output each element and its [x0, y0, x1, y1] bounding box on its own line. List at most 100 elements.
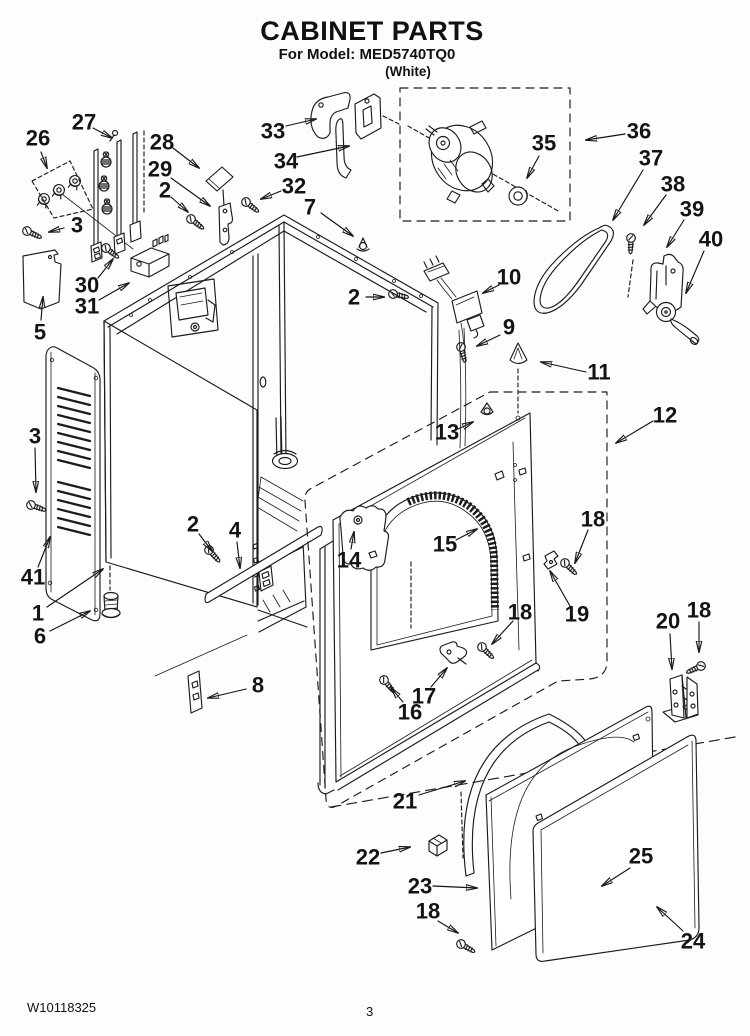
callout-leader-33 — [285, 119, 316, 127]
door-switch-10 — [451, 290, 483, 324]
part-callout-33: 33 — [261, 119, 285, 144]
model-line: For Model: MED5740TQ0 — [278, 46, 456, 63]
callout-leader-37 — [613, 169, 644, 220]
page-number: 3 — [366, 1004, 374, 1019]
callout-leader-24 — [657, 907, 684, 932]
part-callout-7: 7 — [304, 195, 316, 220]
callout-leader-11 — [541, 362, 587, 373]
callout-leader-40 — [686, 250, 705, 293]
part-callout-3: 3 — [29, 424, 41, 449]
idler-pulley-40 — [655, 301, 677, 323]
part-callout-14: 14 — [337, 548, 362, 573]
part-callout-10: 10 — [497, 265, 521, 290]
part-callout-28: 28 — [150, 130, 174, 155]
callout-leader-16 — [391, 688, 404, 703]
callout-leader-3 — [35, 447, 36, 492]
part-callout-18: 18 — [581, 507, 605, 532]
callout-leader-15 — [455, 529, 477, 541]
callout-leader-34 — [296, 146, 349, 158]
part-callout-36: 36 — [627, 119, 651, 144]
callout-leader-17 — [430, 668, 447, 688]
part-callout-38: 38 — [661, 172, 685, 197]
door-switch-group — [239, 195, 528, 416]
part-callout-29: 29 — [148, 157, 172, 182]
callout-leader-18 — [492, 620, 514, 644]
cone-retainer-11 — [509, 342, 528, 365]
clip-22 — [428, 834, 448, 857]
part-callout-8: 8 — [252, 673, 264, 698]
part-callout-18: 18 — [687, 598, 711, 623]
callout-leader-23 — [432, 886, 477, 888]
part-callout-34: 34 — [274, 149, 299, 174]
callout-leader-22 — [380, 847, 410, 854]
part-callout-30: 30 — [75, 273, 99, 298]
callout-leader-31 — [98, 283, 129, 301]
callout-leader-10 — [483, 284, 500, 293]
part-callout-6: 6 — [34, 624, 46, 649]
screw-2-topleft — [184, 212, 207, 233]
part-callout-12: 12 — [653, 403, 677, 428]
part-callout-24: 24 — [681, 929, 706, 954]
callout-leader-2 — [170, 196, 188, 212]
screw-3-left — [24, 498, 49, 516]
part-callout-20: 20 — [656, 609, 680, 634]
left-parts — [24, 346, 323, 714]
callout-leader-13 — [457, 422, 473, 429]
callout-leader-20 — [670, 633, 672, 669]
part-callout-21: 21 — [393, 789, 417, 814]
callout-leader-30 — [97, 259, 113, 279]
part-callout-18: 18 — [508, 600, 532, 625]
felt-seal-15 — [406, 491, 499, 611]
part-callout-25: 25 — [629, 844, 653, 869]
screw-18-bottom — [454, 937, 478, 957]
part-callout-16: 16 — [398, 700, 422, 725]
part-callout-3: 3 — [71, 213, 83, 238]
part-callout-1: 1 — [32, 601, 44, 626]
callout-leader-6 — [49, 611, 90, 632]
callout-leader-1 — [46, 569, 103, 608]
part-callout-23: 23 — [408, 874, 432, 899]
callout-leader-3 — [49, 228, 65, 232]
callout-leader-18 — [437, 920, 458, 933]
toe-bracket-8 — [187, 670, 203, 714]
cabinet-frame — [103, 214, 467, 633]
part-callout-4: 4 — [229, 518, 242, 543]
part-callout-39: 39 — [680, 197, 704, 222]
drive-belt-37 — [533, 224, 614, 314]
screw-2-right — [387, 288, 411, 303]
cabinet-side-panel — [103, 320, 258, 608]
screw-32 — [239, 195, 262, 216]
callout-leader-36 — [586, 133, 626, 140]
screw-9 — [455, 341, 470, 365]
callout-leader-4 — [237, 541, 240, 568]
leveling-leg-6 — [101, 565, 121, 619]
idler-assembly — [625, 232, 700, 346]
part-callout-5: 5 — [34, 320, 46, 345]
callout-leader-35 — [527, 155, 540, 178]
doc-number: W10118325 — [27, 1000, 97, 1015]
console-bracket-cluster — [20, 129, 234, 310]
callout-leader-38 — [644, 194, 667, 225]
motor-bracket-33 — [310, 92, 351, 139]
callout-leader-12 — [616, 420, 654, 443]
callout-leader-39 — [667, 219, 685, 247]
part-callout-26: 26 — [26, 126, 50, 151]
door-assembly — [428, 659, 708, 962]
outer-door-panel-24 — [532, 734, 700, 962]
part-callout-37: 37 — [639, 146, 663, 171]
part-callout-19: 19 — [565, 602, 589, 627]
callout-leader-27 — [92, 127, 112, 138]
page-title: CABINET PARTS — [260, 16, 484, 46]
callout-leader-14 — [351, 532, 354, 550]
motor-assembly — [310, 87, 571, 222]
part-callout-9: 9 — [503, 315, 515, 340]
color-line: (White) — [385, 64, 431, 79]
part-callout-41: 41 — [21, 565, 45, 590]
front-panel-group — [304, 391, 608, 809]
callout-leader-25 — [602, 867, 631, 886]
part-callout-35: 35 — [532, 131, 556, 156]
part-callout-13: 13 — [435, 420, 459, 445]
